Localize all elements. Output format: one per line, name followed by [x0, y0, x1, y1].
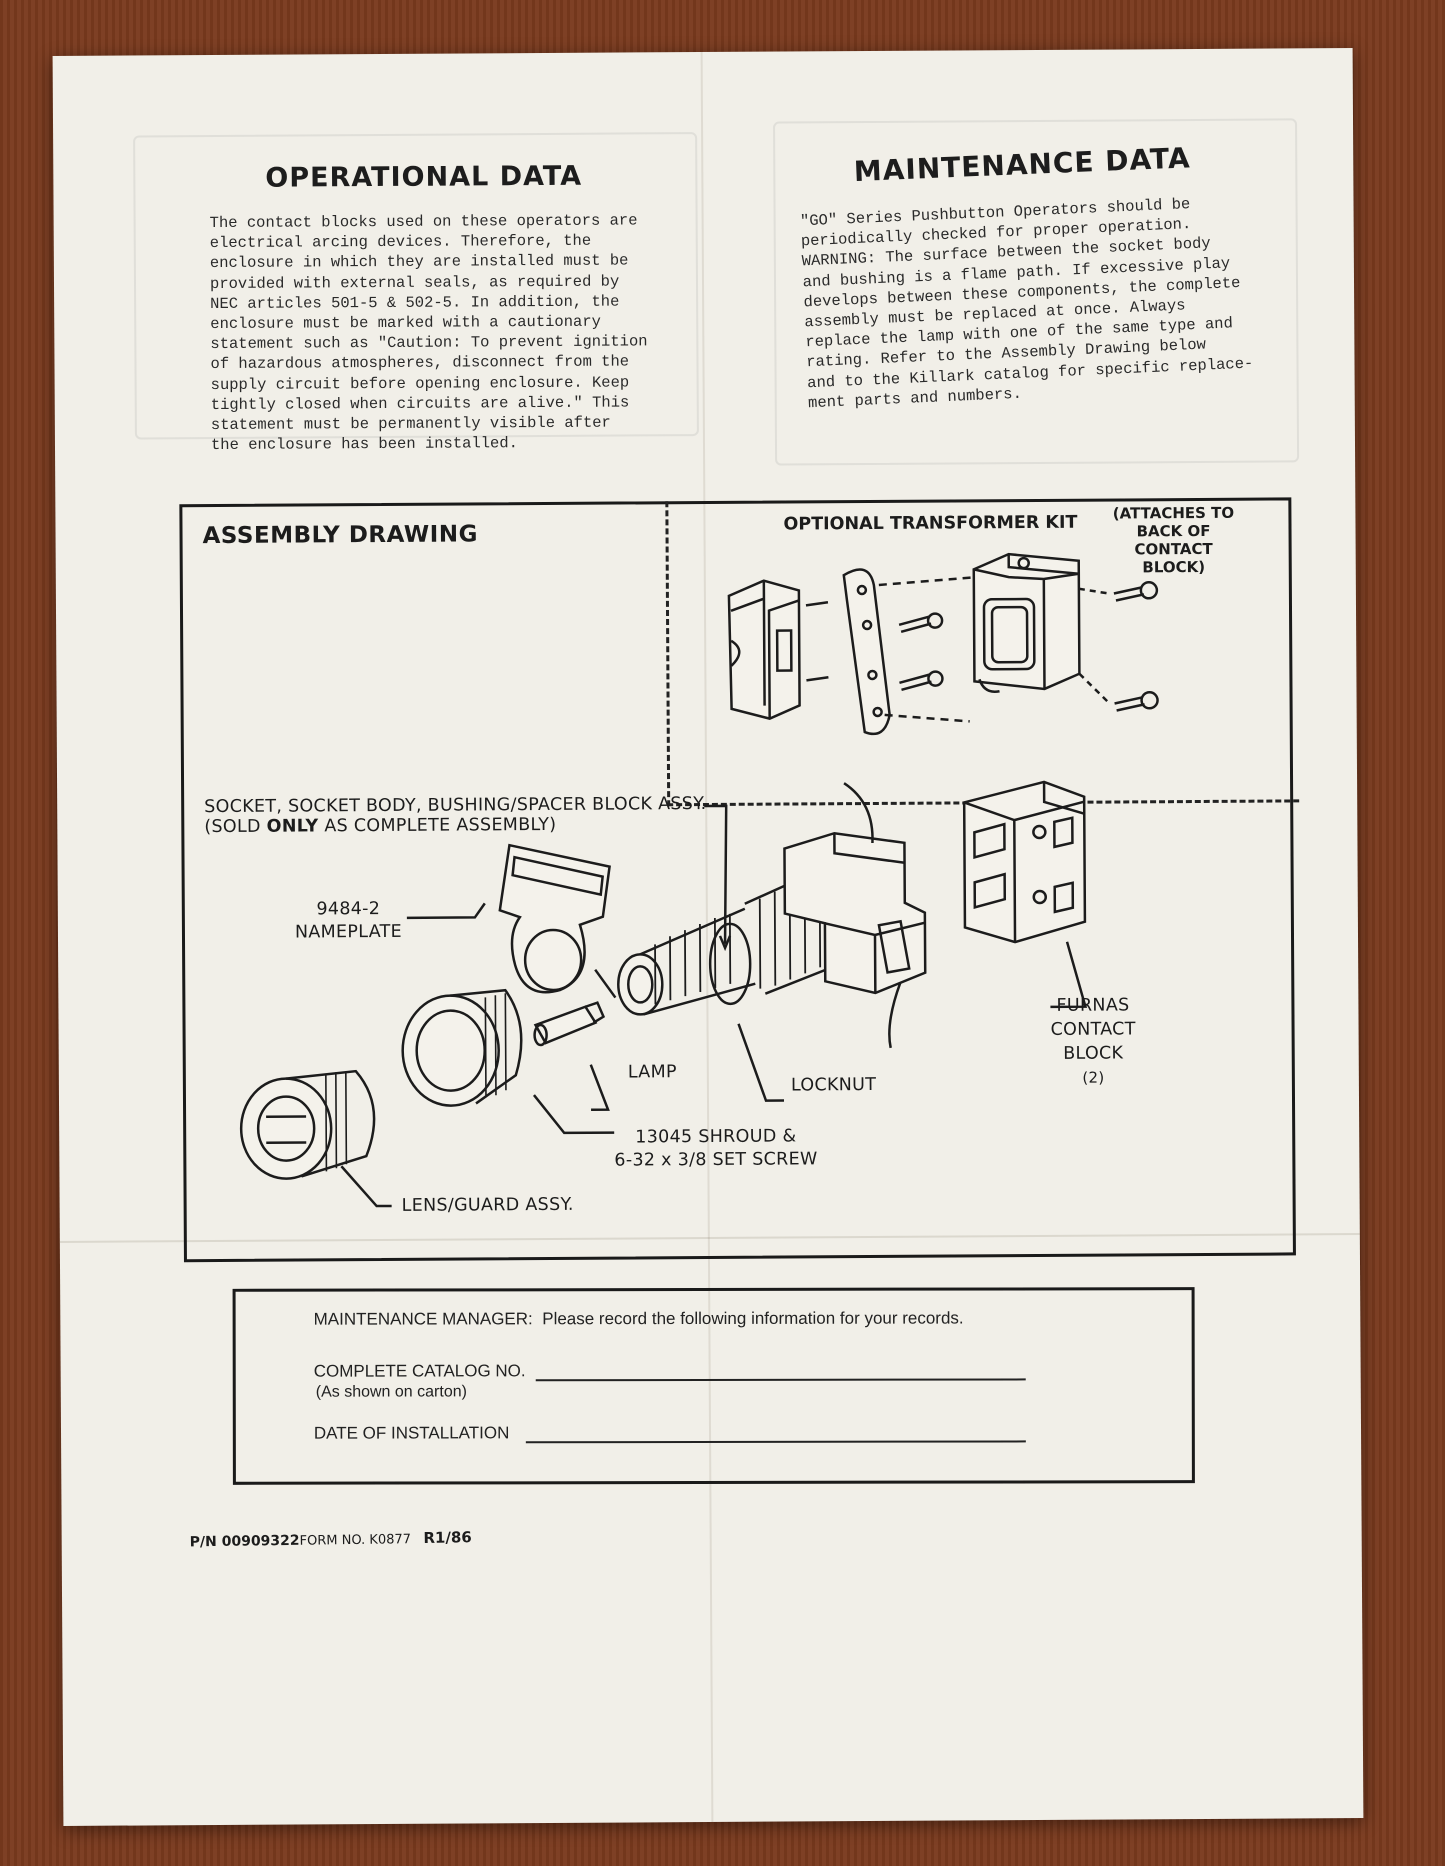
records-intro: MAINTENANCE MANAGER: Please record the f…	[314, 1309, 964, 1330]
date-label: DATE OF INSTALLATION	[313, 1423, 510, 1443]
socket-leader-line	[704, 804, 728, 944]
operational-text-line: enclosure in which they are installed mu…	[209, 251, 629, 273]
installation-date-field[interactable]	[525, 1440, 1026, 1444]
records-intro-text: Please record the following information …	[542, 1308, 964, 1329]
form-number: FORM NO. K0877	[299, 1532, 412, 1549]
revision: R1/86	[423, 1528, 472, 1547]
operational-text-line: of hazardous atmospheres, disconnect fro…	[210, 352, 630, 374]
maintenance-text: "GO" Series Pushbutton Operators should …	[800, 192, 1255, 414]
operational-text-line: supply circuit before opening enclosure.…	[210, 373, 630, 394]
assembly-illustration	[239, 780, 1088, 1208]
catalog-sublabel: (As shown on carton)	[315, 1383, 467, 1401]
transformer-kit-box: OPTIONAL TRANSFORMER KIT (ATTACHES TO BA…	[665, 497, 1300, 807]
assembly-drawing-box: ASSEMBLY DRAWING OPTIONAL TRANSFORMER KI…	[179, 497, 1300, 1263]
instruction-sheet: OPERATIONAL DATA The contact blocks used…	[52, 48, 1364, 1826]
operational-text-line: provided with external seals, as require…	[209, 272, 620, 293]
operational-text: The contact blocks used on these operato…	[210, 210, 649, 455]
records-intro-label: MAINTENANCE MANAGER:	[313, 1309, 533, 1329]
records-box: MAINTENANCE MANAGER: Please record the f…	[232, 1287, 1195, 1485]
footer: P/N 00909322FORM NO. K0877 R1/86	[190, 1528, 472, 1550]
operational-text-line: NEC articles 501-5 & 502-5. In addition,…	[210, 292, 620, 313]
operational-text-line: the enclosure has been installed.	[210, 434, 518, 455]
transformer-kit-illustration	[727, 552, 1159, 736]
operational-text-line: electrical arcing devices. Therefore, th…	[209, 231, 592, 253]
part-number: P/N 00909322	[189, 1532, 300, 1551]
operational-text-line: statement must be permanently visible af…	[210, 413, 611, 435]
operational-text-line: enclosure must be marked with a cautiona…	[210, 312, 601, 334]
operational-text-line: statement such as "Caution: To prevent i…	[210, 332, 648, 354]
operational-text-line: The contact blocks used on these operato…	[209, 211, 638, 233]
catalog-label: COMPLETE CATALOG NO.	[313, 1361, 526, 1381]
catalog-number-field[interactable]	[535, 1378, 1026, 1382]
operational-title: OPERATIONAL DATA	[265, 160, 583, 194]
operational-text-line: tightly closed when circuits are alive."…	[210, 393, 630, 414]
